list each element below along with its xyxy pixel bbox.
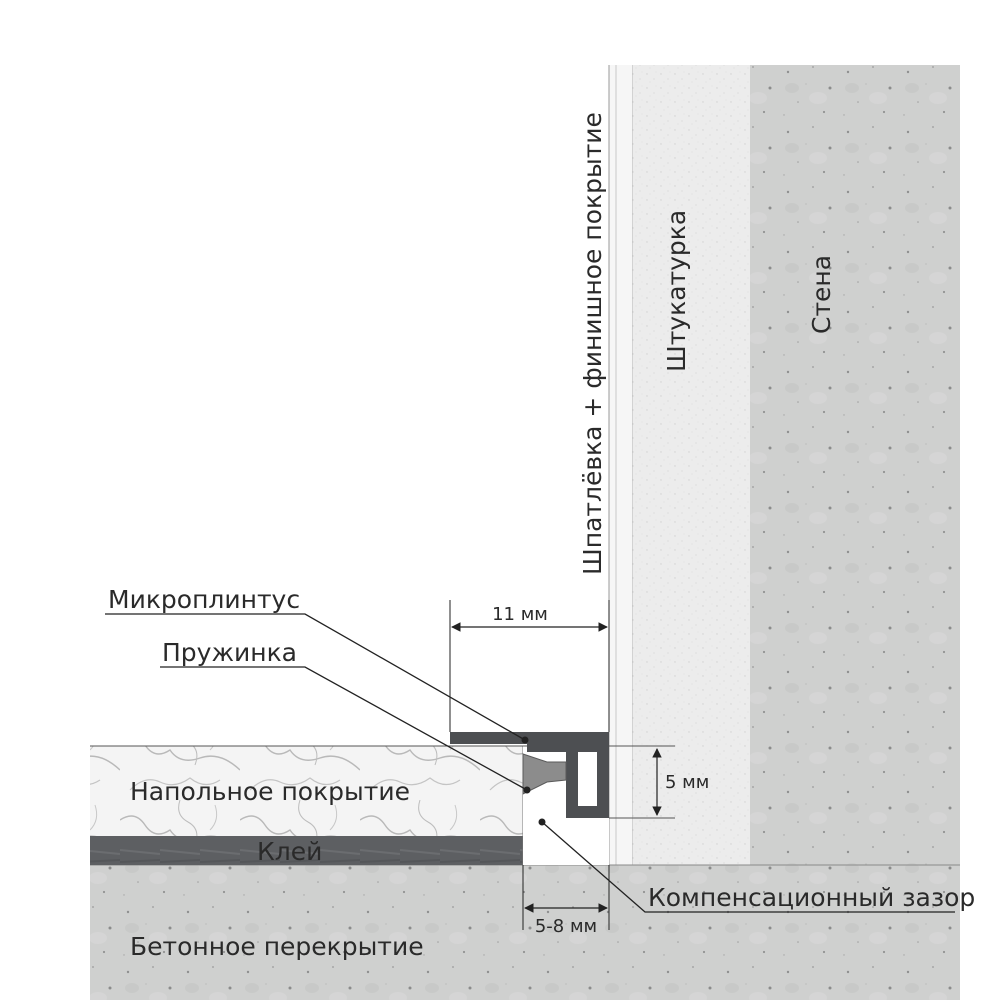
- label-putty-finish: Шпатлёвка + финишное покрытие: [578, 112, 607, 575]
- spring: [522, 753, 567, 795]
- dimension-5-label: 5 мм: [665, 772, 709, 793]
- wall-block: [750, 65, 960, 867]
- dimension-gap-label: 5-8 мм: [535, 916, 597, 937]
- leader-spring: [160, 666, 528, 791]
- label-spring: Пружинка: [162, 638, 297, 667]
- leader-gap: [541, 821, 955, 913]
- floor-covering: [90, 746, 523, 836]
- skirting-profile: [450, 732, 609, 818]
- label-compensation-gap: Компенсационный зазор: [648, 883, 975, 912]
- label-wall: Стена: [807, 255, 836, 334]
- plaster-layer: [632, 65, 750, 867]
- label-concrete-slab: Бетонное перекрытие: [130, 932, 424, 961]
- label-floor-covering: Напольное покрытие: [130, 777, 410, 806]
- dimension-11-label: 11 мм: [492, 604, 548, 625]
- label-glue: Клей: [257, 837, 322, 866]
- label-plaster: Штукатурка: [662, 210, 691, 372]
- glue-layer: [90, 836, 523, 865]
- putty-layer: [609, 65, 632, 867]
- leader-skirting: [105, 613, 526, 741]
- concrete-slab: [90, 865, 960, 1000]
- label-skirting: Микроплинтус: [108, 585, 300, 614]
